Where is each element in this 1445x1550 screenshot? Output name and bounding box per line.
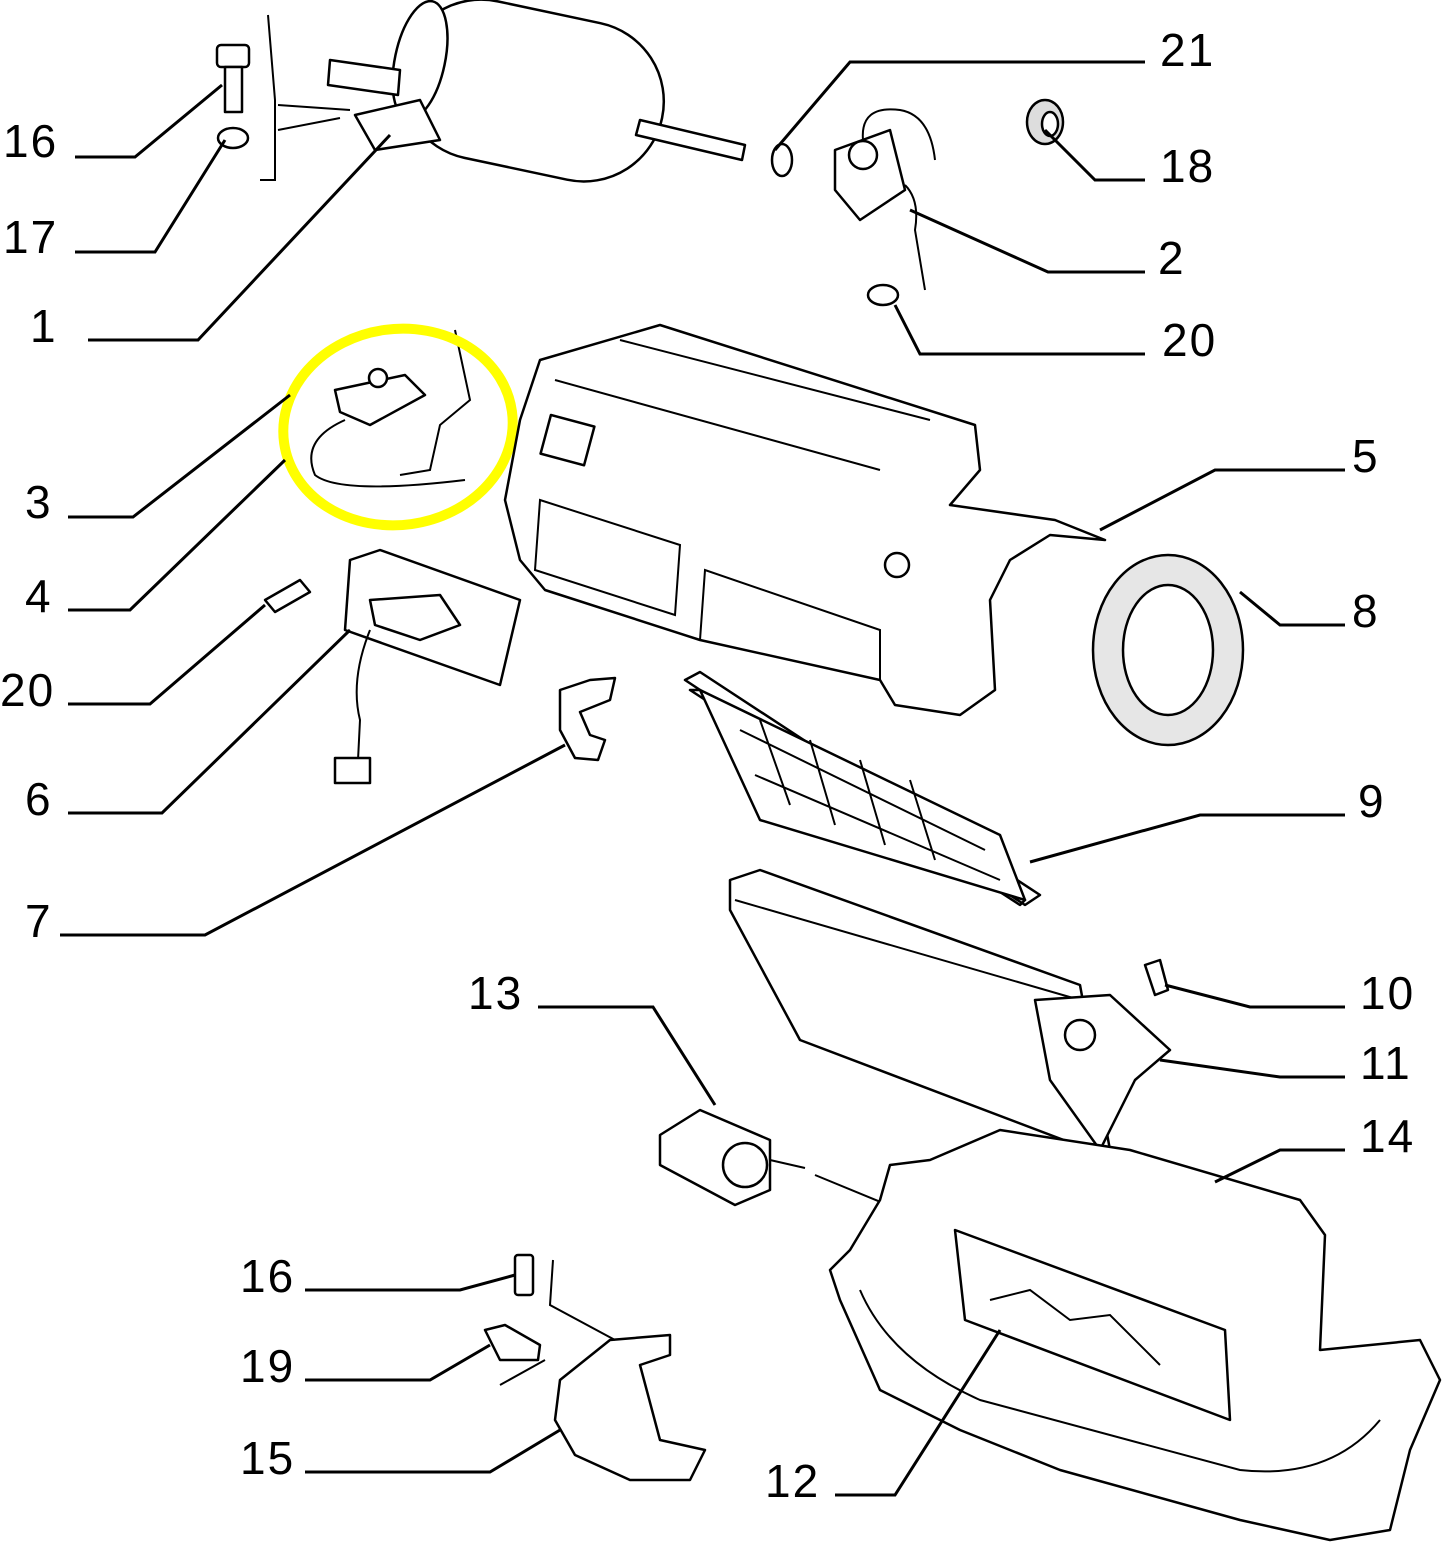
- leader-3: [68, 393, 291, 519]
- leader-19: [305, 1343, 491, 1382]
- leader-17: [75, 139, 227, 254]
- leader-20-right: [893, 304, 1145, 356]
- callout-13: 13: [468, 967, 523, 1019]
- callout-17: 17: [3, 211, 58, 263]
- leader-13: [538, 1005, 717, 1106]
- leader-4: [68, 458, 287, 612]
- receiver-drier: [326, 0, 747, 183]
- seal-ring-8: [1091, 553, 1245, 747]
- highlight-circle: [278, 323, 518, 531]
- callout-21: 21: [1160, 24, 1215, 76]
- leader-5: [1099, 468, 1345, 532]
- grommet-18: [1025, 98, 1065, 146]
- callout-15: 15: [240, 1432, 295, 1484]
- callout-18: 18: [1160, 140, 1215, 192]
- callout-8: 8: [1352, 585, 1380, 637]
- callout-12: 12: [765, 1455, 820, 1507]
- evaporator-11: [728, 868, 1172, 1152]
- callout-7: 7: [25, 895, 53, 947]
- clip-10: [1143, 958, 1170, 997]
- leader-14: [1214, 1148, 1345, 1184]
- leader-2: [909, 208, 1145, 274]
- leader-lines: [60, 60, 1345, 1497]
- callout-20-right: 20: [1162, 314, 1217, 366]
- bolt: [215, 14, 351, 181]
- callout-9: 9: [1358, 775, 1386, 827]
- callout-10: 10: [1360, 967, 1415, 1019]
- leader-1: [88, 133, 392, 342]
- callout-16-top: 16: [3, 115, 58, 167]
- housing-5: [503, 323, 1107, 717]
- leader-20-left: [68, 603, 266, 706]
- leader-12: [835, 1329, 1002, 1497]
- callout-11: 11: [1360, 1037, 1412, 1089]
- callout-4: 4: [25, 570, 53, 622]
- callout-16-bottom: 16: [240, 1250, 295, 1302]
- leader-6: [68, 628, 352, 815]
- switch-3-highlighted: [310, 329, 472, 488]
- callout-6: 6: [25, 773, 53, 825]
- leader-8: [1239, 590, 1345, 627]
- leader-16-bottom: [305, 1273, 516, 1292]
- leader-9: [1029, 813, 1345, 864]
- screw-20: [263, 578, 312, 614]
- bracket-15: [483, 1253, 707, 1482]
- resistor-6: [333, 548, 522, 785]
- callout-2: 2: [1158, 232, 1186, 284]
- clip-7: [558, 676, 617, 762]
- callout-14: 14: [1360, 1110, 1415, 1162]
- leader-15: [305, 1428, 561, 1474]
- callout-20-left: 20: [0, 664, 55, 716]
- leader-21: [773, 60, 1145, 151]
- callout-19: 19: [240, 1340, 295, 1392]
- leader-11: [1159, 1058, 1345, 1079]
- callout-5: 5: [1352, 430, 1380, 482]
- leader-16-top: [75, 83, 223, 159]
- callout-labels: 16 17 1 3 4 20 6 7 21 18 2 20 5 8 9 10 1…: [0, 24, 1415, 1507]
- expansion-valve: [833, 108, 936, 307]
- filter-9: [683, 670, 1042, 907]
- callout-3: 3: [25, 476, 53, 528]
- leader-10: [1164, 983, 1345, 1009]
- actuator-13: [658, 1108, 901, 1211]
- callout-1: 1: [30, 300, 58, 352]
- lower-housing-14: [828, 1128, 1442, 1542]
- leader-7: [60, 743, 566, 937]
- leader-18: [1043, 128, 1145, 182]
